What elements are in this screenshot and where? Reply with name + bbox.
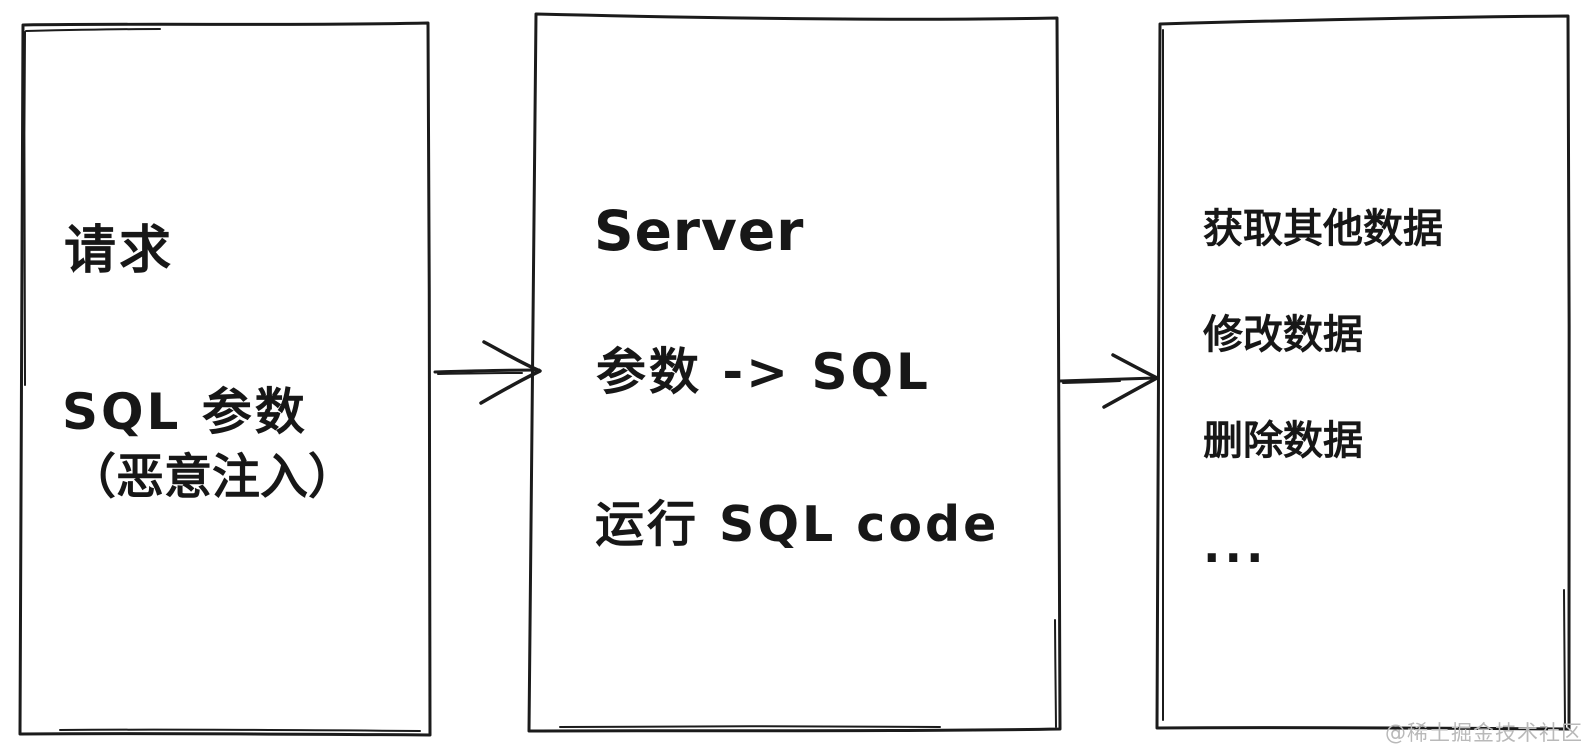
- malicious-injection-label: （恶意注入）: [68, 449, 357, 505]
- watermark: @稀土掘金技术社区: [1385, 721, 1583, 745]
- arrow-shaft: [1058, 376, 1158, 383]
- sql-param-label: SQL 参数: [62, 383, 308, 441]
- request-label: 请求: [64, 221, 175, 281]
- server-box-outline-accent: [559, 619, 1057, 728]
- server-box: Server 参数 -> SQL 运行 SQL code: [533, 12, 1058, 731]
- arrow-shaft-doubled-stroke: [1062, 380, 1121, 384]
- result-box-outline-accent: [1161, 29, 1566, 728]
- server-box-outline: [527, 12, 1062, 733]
- param-to-sql-label: 参数 -> SQL: [596, 343, 931, 401]
- arrow-request-to-server: [433, 340, 542, 405]
- run-sql-code-label: 运行 SQL code: [595, 496, 1000, 553]
- arrow-shaft: [433, 368, 541, 374]
- request-box: 请求 SQL 参数 （恶意注入）: [18, 21, 430, 736]
- request-box-outline: [18, 21, 432, 737]
- ellipsis-label: ...: [1203, 519, 1268, 573]
- result-box-outline: [1155, 14, 1571, 731]
- delete-data-label: 删除数据: [1203, 418, 1363, 464]
- fetch-other-data-label: 获取其他数据: [1203, 206, 1443, 252]
- request-box-outline-accent: [23, 28, 421, 732]
- arrow-shaft-doubled-stroke: [437, 372, 523, 375]
- arrow-server-to-result: [1058, 353, 1159, 409]
- result-box: 获取其他数据 修改数据 删除数据 ...: [1158, 20, 1570, 730]
- arrow-head: [1102, 353, 1159, 409]
- modify-data-label: 修改数据: [1203, 312, 1363, 358]
- server-label: Server: [594, 199, 805, 263]
- arrow-head: [479, 340, 542, 405]
